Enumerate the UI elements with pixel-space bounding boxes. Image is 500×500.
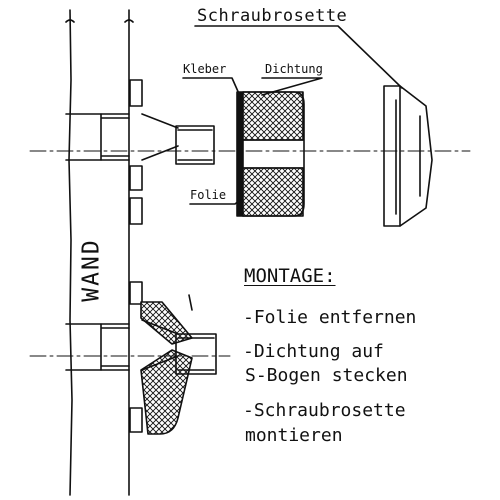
s-bend-bottom-outlet [175,333,217,375]
seal-top-hatch [242,91,304,141]
seal-bottom-hatch [242,167,304,217]
leader-title [194,25,403,89]
wall-tile [129,407,143,433]
wall-break-mark [65,19,134,23]
seal-label: Dichtung [265,62,323,76]
rosette-cone [383,85,433,227]
pipe-bottom [65,323,130,371]
wall-tile [129,281,143,305]
glue-label: Kleber [183,62,227,76]
s-bend-top [141,113,179,161]
seal-glue-layer [236,91,244,217]
wall-tile [129,165,143,191]
instruction-step-2: -Dichtung auf [243,341,384,362]
seal-outline [242,91,305,217]
rosette-label: Schraubrosette [197,6,348,26]
leader-kleber [182,77,241,97]
leader-dichtung [261,77,323,96]
pipe-top [65,113,130,161]
wall-outer-line [68,9,73,496]
wall-tile [129,197,143,225]
leader-folie [189,199,241,205]
s-bend-bottom [141,319,179,371]
wall-tile [129,79,143,107]
instruction-step-3-continued: montieren [245,425,343,446]
pipe-top-thread [100,113,130,161]
instruction-step-2-continued: S-Bogen stecken [245,365,408,386]
wall-label: WAND [78,238,105,302]
instructions-heading: MONTAGE: [244,265,336,287]
foil-label: Folie [190,188,227,202]
instruction-step-1: -Folie entfernen [243,307,417,328]
mounted-seal-lower [140,349,193,435]
s-bend-top-outlet [175,125,215,165]
instruction-step-3: -Schraubrosette [243,400,406,421]
pipe-bottom-thread [100,323,130,371]
